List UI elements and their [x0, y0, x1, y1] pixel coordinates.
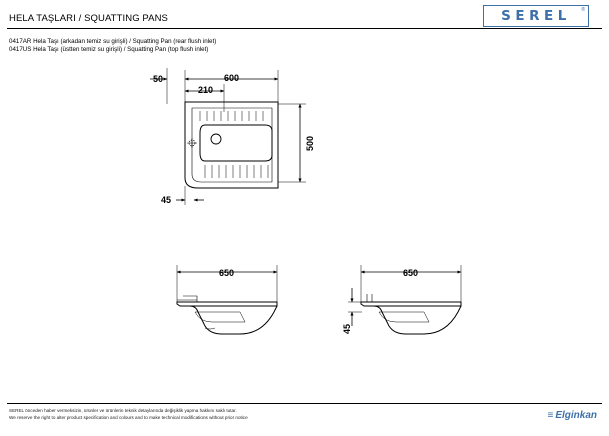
side-view-rear-inlet	[176, 265, 278, 335]
dim-label-600: 600	[224, 73, 239, 83]
elginkan-mark-icon: ≡	[547, 410, 554, 421]
dim-label-50: 50	[153, 74, 163, 84]
dim-label-650-left: 650	[219, 268, 234, 278]
footer-disclaimer-tr: SEREL önceden haber vermeksizin, ürünler…	[9, 408, 237, 413]
dim-label-45-side: 45	[342, 324, 352, 334]
logo-text: SEREL	[501, 8, 571, 24]
elginkan-logo: ≡Elginkan	[547, 410, 597, 421]
dim-label-500: 500	[305, 136, 315, 151]
footer-divider	[7, 403, 602, 404]
logo-registered-mark: ®	[581, 7, 585, 13]
dim-label-650-right: 650	[403, 268, 418, 278]
top-view	[150, 68, 306, 205]
header-divider	[7, 28, 602, 29]
dim-label-45-top: 45	[161, 195, 171, 205]
serel-logo: SEREL ®	[483, 5, 589, 27]
brand-text: Elginkan	[555, 410, 597, 421]
side-view-top-inlet	[348, 265, 462, 335]
footer-disclaimer-en: We reserve the right to alter product sp…	[9, 415, 248, 420]
dim-label-210: 210	[198, 85, 213, 95]
product-description-rear-inlet: 0417AR Hela Taşı (arkadan temiz su giriş…	[9, 38, 217, 45]
product-description-top-inlet: 0417US Hela Taşı (üstten temiz su girişl…	[9, 46, 209, 53]
page-title: HELA TAŞLARI / SQUATTING PANS	[9, 13, 168, 24]
